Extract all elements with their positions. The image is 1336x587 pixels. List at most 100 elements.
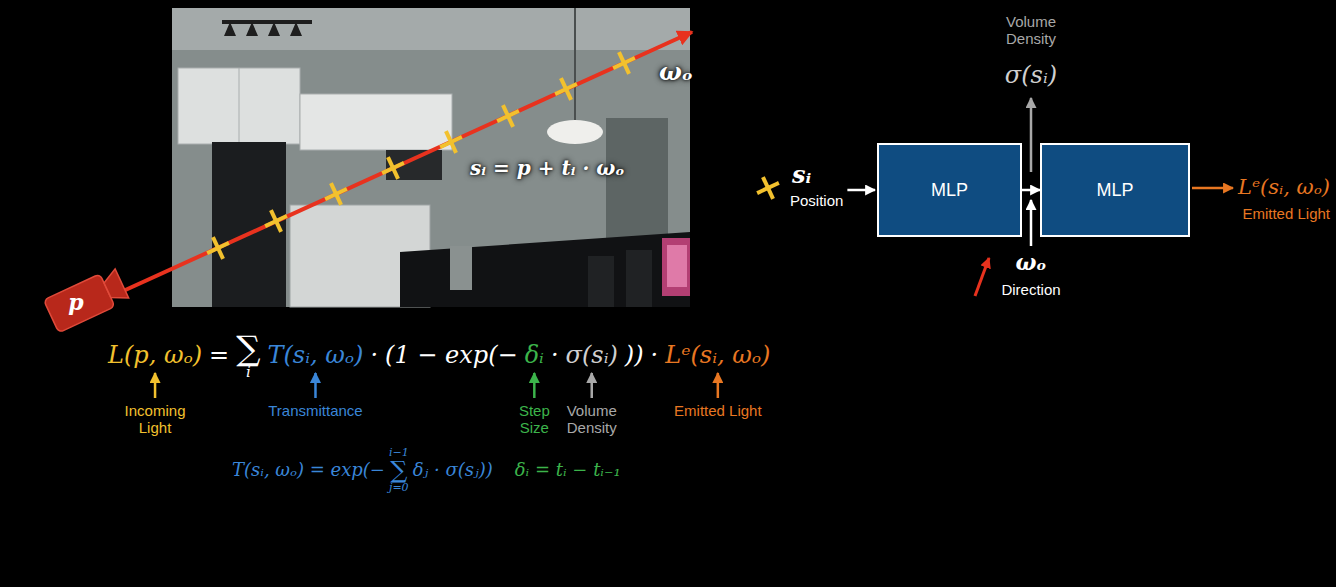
photo-chair bbox=[588, 256, 614, 307]
equation-term: δⱼ · σ(sⱼ)) bbox=[413, 459, 493, 480]
equation-term: L(p, ωₒ) bbox=[108, 341, 202, 369]
mlp-box: MLP bbox=[1040, 143, 1190, 237]
sample-cross bbox=[495, 103, 522, 130]
equation-term: (1 − exp(− bbox=[385, 341, 518, 369]
density-symbol: σ(sᵢ) bbox=[1005, 62, 1057, 90]
sample-cross bbox=[755, 175, 782, 202]
equation-operator: = bbox=[209, 341, 229, 369]
equation-slot: σ(sᵢ) bbox=[566, 343, 618, 367]
photo-cabinet-seam bbox=[239, 68, 240, 144]
sum-index: i bbox=[246, 365, 251, 380]
sample-cross bbox=[553, 76, 580, 103]
output-name: Volume Density bbox=[991, 13, 1071, 48]
equation-slot: · bbox=[370, 343, 378, 367]
equation-slot: Lᵉ(sᵢ, ωₒ) bbox=[665, 343, 770, 367]
equation-slot: δᵢ = tᵢ − tᵢ₋₁ bbox=[515, 461, 621, 480]
flow-arrow bbox=[1022, 189, 1040, 192]
output-symbol: Lᵉ(sᵢ, ωₒ) bbox=[1238, 175, 1330, 199]
mlp-box: MLP bbox=[877, 143, 1022, 237]
pendant-lamp bbox=[547, 120, 603, 144]
photo-counter bbox=[400, 232, 690, 307]
equation-slot: )) bbox=[625, 343, 644, 367]
pendant-cord bbox=[574, 8, 576, 122]
annotation-arrow bbox=[717, 373, 720, 398]
equation-operator: · bbox=[551, 341, 559, 369]
photo-wall bbox=[172, 8, 690, 307]
equation-slot: (1 − exp(− bbox=[385, 343, 518, 367]
equation-slot: = bbox=[209, 343, 229, 367]
input-name: Direction bbox=[1001, 281, 1060, 298]
equation-term: Lᵉ(sᵢ, ωₒ) bbox=[665, 341, 770, 369]
equation-operator: · bbox=[651, 341, 659, 369]
direction-icon-arrow bbox=[975, 258, 989, 296]
output-name: Emitted Light bbox=[1242, 205, 1330, 222]
light-fixture-lamps bbox=[224, 22, 302, 36]
equation-term: )) bbox=[625, 341, 644, 369]
sum-index: j=0 bbox=[389, 482, 409, 493]
annotation-arrow bbox=[590, 373, 593, 398]
annotation-arrow bbox=[314, 373, 317, 398]
equation-term: δᵢ = tᵢ − tᵢ₋₁ bbox=[515, 459, 621, 480]
camera-icon bbox=[44, 267, 130, 333]
equation-term: T(sᵢ, ωₒ) = exp(− bbox=[232, 459, 385, 480]
input-symbol: sᵢ bbox=[792, 161, 811, 189]
summation: i−1∑j=0 bbox=[389, 447, 409, 493]
equation-row: L(p, ωₒ)=∑iT(sᵢ, ωₒ)·(1 − exp(−δᵢ·σ(sᵢ))… bbox=[108, 330, 770, 380]
equation-slot: T(sᵢ, ωₒ) bbox=[268, 343, 364, 367]
sample-cross bbox=[380, 155, 407, 182]
direction-arrow bbox=[1030, 200, 1033, 246]
equation-slot: T(sᵢ, ωₒ) = exp(− bbox=[232, 461, 385, 480]
density-arrow bbox=[1030, 98, 1033, 172]
sum-symbol: ∑ bbox=[390, 458, 407, 482]
equation-slot: δⱼ · σ(sⱼ)) bbox=[413, 461, 493, 480]
kitchen-photo bbox=[172, 8, 690, 307]
photo-chair bbox=[626, 250, 652, 307]
summation: ∑i bbox=[236, 331, 260, 380]
sample-cross bbox=[263, 208, 290, 235]
input-arrow bbox=[847, 189, 875, 192]
photo-faucet bbox=[450, 246, 472, 290]
sum-symbol: ∑ bbox=[236, 331, 260, 365]
equation-term: σ(sᵢ) bbox=[566, 341, 618, 369]
photo-fridge bbox=[212, 142, 286, 307]
term-name: Volume Density bbox=[561, 402, 623, 437]
photo-tv bbox=[662, 238, 690, 296]
sample-cross bbox=[611, 50, 638, 77]
light-fixture bbox=[222, 20, 312, 24]
annotation-arrow bbox=[154, 373, 157, 398]
sample-cross bbox=[438, 129, 465, 156]
sample-points bbox=[205, 50, 638, 262]
equation-slot: L(p, ωₒ) bbox=[108, 343, 202, 367]
photo-tv-screen bbox=[667, 245, 687, 287]
box-label: MLP bbox=[931, 180, 968, 201]
term-name: Transmittance bbox=[268, 402, 362, 419]
camera-ray bbox=[110, 32, 692, 297]
photo-cabinet bbox=[300, 94, 452, 150]
sum-limit: i−1 bbox=[389, 447, 409, 458]
photo-cabinet bbox=[178, 68, 300, 144]
equation-slot: · bbox=[651, 343, 659, 367]
term-name: Incoming Light bbox=[119, 402, 191, 437]
equation-row: T(sᵢ, ωₒ) = exp(−i−1∑j=0δⱼ · σ(sⱼ))δᵢ = … bbox=[232, 448, 621, 492]
input-symbol: ωₒ bbox=[1015, 250, 1046, 275]
sample-cross bbox=[205, 235, 232, 262]
input-name: Position bbox=[790, 192, 843, 209]
output-arrow bbox=[1192, 187, 1233, 190]
photo-doorway bbox=[606, 118, 668, 248]
term-name: Step Size bbox=[513, 402, 555, 437]
photo-ceiling bbox=[172, 8, 690, 50]
sample-equation: sᵢ = p + tᵢ · ωₒ bbox=[470, 157, 625, 180]
sample-cross bbox=[323, 181, 350, 208]
direction-symbol: ωₒ bbox=[659, 58, 693, 86]
equation-operator: · bbox=[370, 341, 378, 369]
equation-term: T(sᵢ, ωₒ) bbox=[268, 341, 364, 369]
equation-slot: · bbox=[551, 343, 559, 367]
annotation-arrow bbox=[533, 373, 536, 398]
camera-lens bbox=[101, 269, 129, 305]
camera-label: p bbox=[68, 290, 83, 315]
equation-term: δᵢ bbox=[525, 341, 544, 369]
term-name: Emitted Light bbox=[674, 402, 762, 419]
box-label: MLP bbox=[1096, 180, 1133, 201]
